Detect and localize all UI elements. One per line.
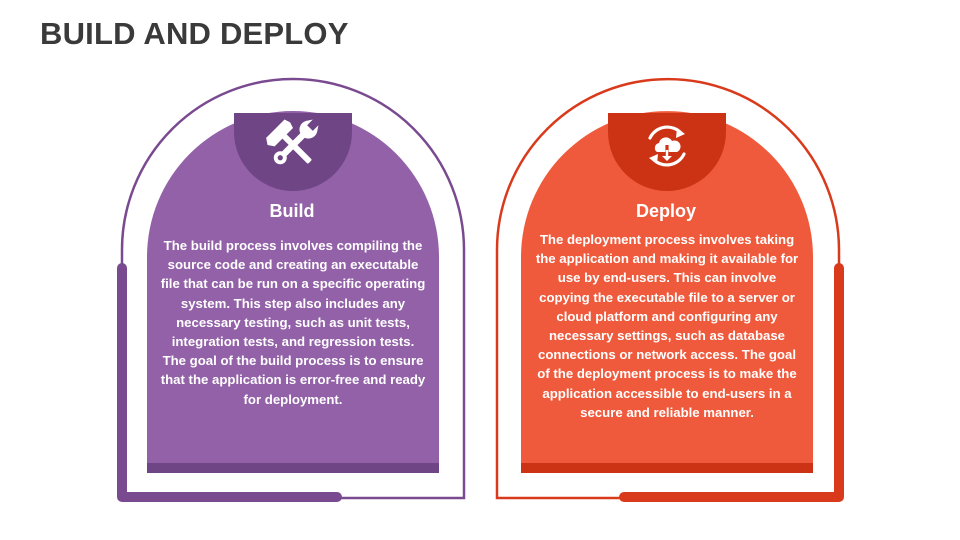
build-icon-bowl [234,113,352,191]
deploy-accent-bracket [619,263,844,502]
deploy-arch-frame [495,77,841,500]
deploy-panel [521,111,813,465]
build-panel-footer [147,463,439,473]
build-panel [147,111,439,465]
build-card [117,77,466,502]
page-title: BUILD AND DEPLOY [40,16,349,51]
build-arch-frame [120,77,466,500]
deploy-card [495,77,844,502]
deploy-description: The deployment process involves taking t… [535,232,799,420]
cloud-deploy-icon [648,125,686,167]
build-heading: Build [269,201,315,221]
tools-icon [266,119,319,165]
build-accent-bracket [117,263,342,502]
deploy-panel-footer [521,463,813,473]
build-description: The build process involves compiling the… [160,238,426,407]
deploy-heading: Deploy [635,201,696,221]
